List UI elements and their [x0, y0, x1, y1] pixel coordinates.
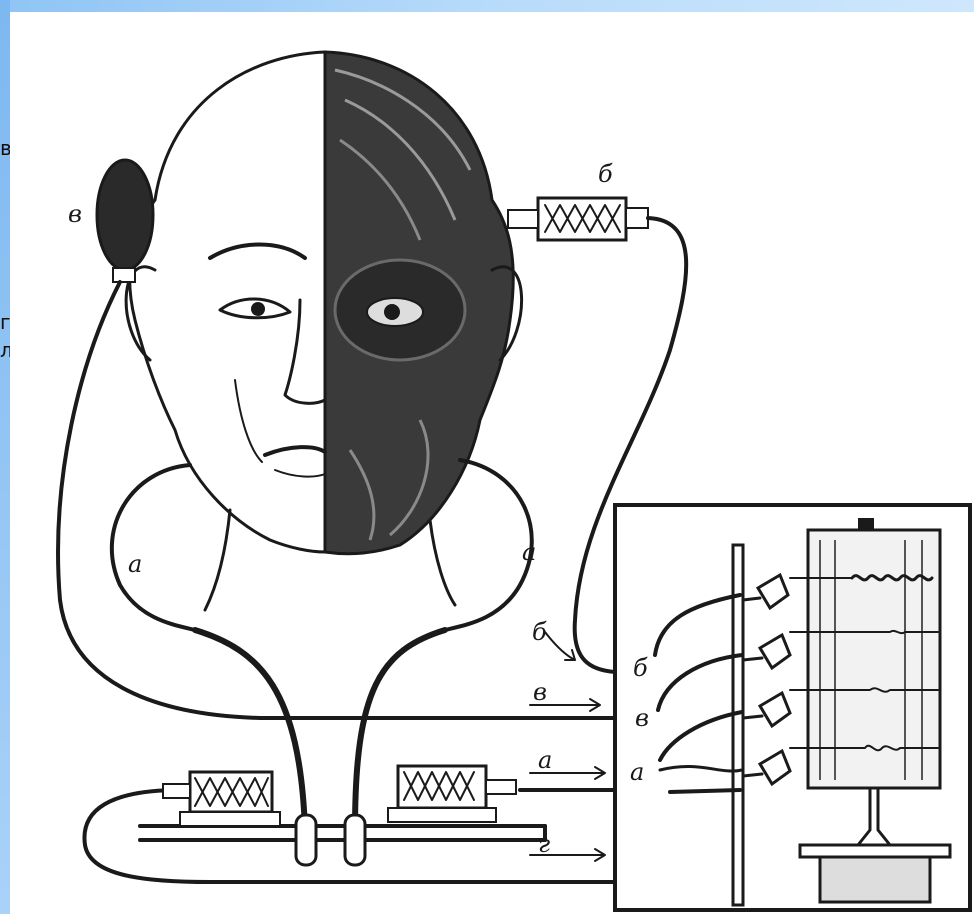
- face-half: [130, 52, 325, 552]
- kymograph-box: [615, 505, 970, 910]
- label-g-line: г: [538, 830, 550, 858]
- label-a-left: а: [128, 550, 142, 578]
- label-b-capsule: б: [598, 160, 613, 188]
- lower-capsule-right: [388, 766, 516, 822]
- label-v-box: в: [635, 704, 649, 732]
- lower-capsule-left: [163, 772, 280, 826]
- label-a-right: а: [522, 538, 536, 566]
- head-illustration: [126, 52, 521, 610]
- label-a-box: а: [630, 758, 644, 786]
- transducer-capsule-b: [508, 198, 648, 240]
- label-a-line: а: [538, 746, 552, 774]
- label-b-box: б: [633, 654, 648, 682]
- label-b-tube: б: [532, 618, 547, 646]
- label-v-bulb: в: [68, 200, 82, 228]
- label-v-line: в: [533, 678, 547, 706]
